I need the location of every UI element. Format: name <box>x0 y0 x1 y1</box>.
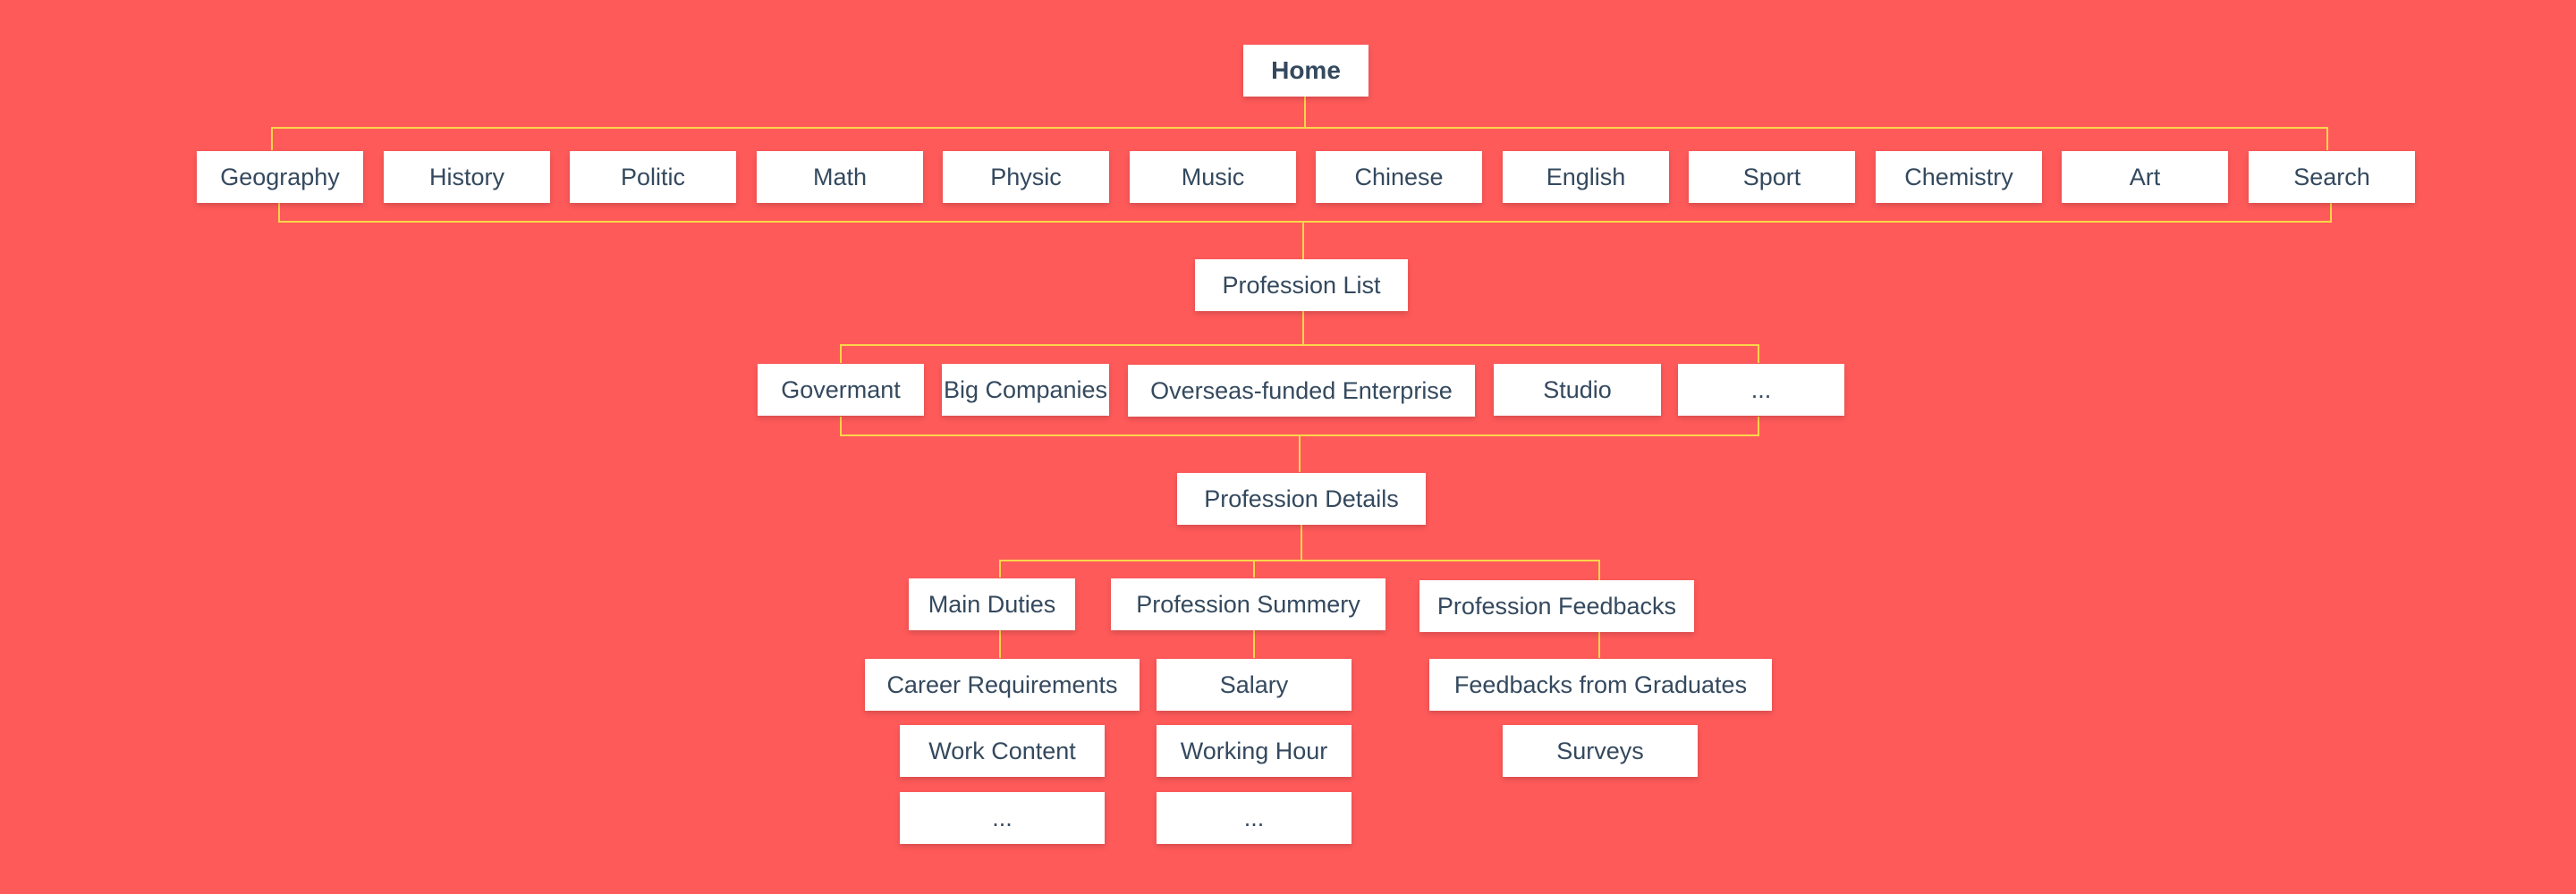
main-duties-node[interactable]: Main Duties <box>909 578 1075 630</box>
profession-list-node[interactable]: Profession List <box>1195 259 1408 311</box>
employer-node-govermant[interactable]: Govermant <box>758 364 924 416</box>
subject-node-music[interactable]: Music <box>1130 151 1296 203</box>
subject-node-geography[interactable]: Geography <box>197 151 363 203</box>
subject-node-physic[interactable]: Physic <box>943 151 1109 203</box>
subject-node-politic[interactable]: Politic <box>570 151 736 203</box>
subject-node-chemistry[interactable]: Chemistry <box>1876 151 2042 203</box>
employer-node-overseas-funded-enterprise[interactable]: Overseas-funded Enterprise <box>1128 365 1475 417</box>
subject-node-english[interactable]: English <box>1503 151 1669 203</box>
profession-feedbacks-node[interactable]: Profession Feedbacks <box>1419 580 1694 632</box>
working-hour-node[interactable]: Working Hour <box>1157 725 1352 777</box>
profession-summery-node[interactable]: Profession Summery <box>1111 578 1385 630</box>
employer-node-more[interactable]: ... <box>1678 364 1844 416</box>
surveys-node[interactable]: Surveys <box>1503 725 1698 777</box>
employer-node-studio[interactable]: Studio <box>1494 364 1661 416</box>
profession-details-node[interactable]: Profession Details <box>1177 473 1426 525</box>
salary-node[interactable]: Salary <box>1157 659 1352 711</box>
subject-node-history[interactable]: History <box>384 151 550 203</box>
feedbacks-from-graduates-node[interactable]: Feedbacks from Graduates <box>1429 659 1772 711</box>
subject-node-math[interactable]: Math <box>757 151 923 203</box>
subject-node-chinese[interactable]: Chinese <box>1316 151 1482 203</box>
profession-summery-more-node[interactable]: ... <box>1157 792 1352 844</box>
subject-node-art[interactable]: Art <box>2062 151 2228 203</box>
subject-node-search[interactable]: Search <box>2249 151 2415 203</box>
main-duties-more-node[interactable]: ... <box>900 792 1105 844</box>
employer-node-big-companies[interactable]: Big Companies <box>942 364 1109 416</box>
career-requirements-node[interactable]: Career Requirements <box>865 659 1140 711</box>
subject-node-sport[interactable]: Sport <box>1689 151 1855 203</box>
work-content-node[interactable]: Work Content <box>900 725 1105 777</box>
home-node[interactable]: Home <box>1243 45 1368 97</box>
